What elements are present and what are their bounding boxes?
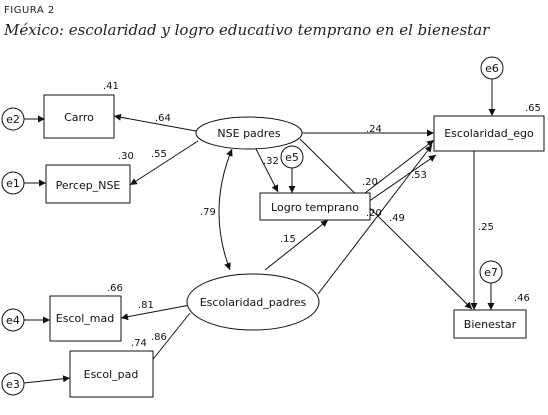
node-escego-box bbox=[433, 115, 545, 152]
node-escpadres-ellipse bbox=[186, 273, 320, 331]
coef-escpadres-escpad: .86 bbox=[151, 332, 167, 343]
node-escmad-box bbox=[49, 295, 122, 342]
path-nse-percep bbox=[129, 140, 199, 186]
r2-logro: .20 bbox=[362, 177, 378, 188]
error-e4-circle bbox=[1, 308, 25, 332]
path-logro-escego bbox=[364, 139, 435, 194]
node-escpad-box bbox=[69, 350, 154, 398]
node-escpad-label: Escol_pad bbox=[84, 368, 139, 381]
path-escpadres-escego bbox=[317, 144, 433, 295]
node-logro-label: Logro temprano bbox=[271, 201, 359, 214]
error-e2-circle bbox=[1, 107, 25, 131]
node-percep-box bbox=[45, 164, 131, 204]
coef-nse-percep: .55 bbox=[151, 149, 167, 160]
coef-escpadres-logro: .15 bbox=[280, 234, 296, 245]
node-percep-label: Percep_NSE bbox=[56, 179, 121, 192]
error-e3-circle bbox=[1, 372, 25, 396]
r2-percep: .30 bbox=[118, 151, 134, 162]
r2-carro: .41 bbox=[103, 81, 119, 92]
coef-escpadres-escmad: .81 bbox=[138, 300, 154, 311]
coef-nse-escpadres: .79 bbox=[200, 207, 216, 218]
path-logro-escego-2 bbox=[364, 154, 437, 205]
path-nse-logro bbox=[254, 146, 279, 193]
coef-escego-bienestar: .25 bbox=[478, 222, 494, 233]
path-nse-carro bbox=[113, 113, 197, 132]
path-e3-escpad bbox=[23, 375, 71, 384]
coef-logro-escego: .53 bbox=[411, 170, 427, 181]
error-e5-circle bbox=[280, 145, 304, 169]
node-logro-box bbox=[259, 192, 371, 221]
r2-escego: .65 bbox=[525, 103, 541, 114]
path-nse-bienestar bbox=[299, 138, 473, 310]
error-e2-label: e2 bbox=[6, 113, 20, 126]
node-escpadres-label: Escolaridad_padres bbox=[200, 296, 307, 309]
node-escmad-label: Escol_mad bbox=[56, 312, 114, 325]
path-nse-escpadres-correlation bbox=[218, 148, 233, 271]
node-nse-label: NSE padres bbox=[217, 127, 280, 140]
coef-nse-bienestar: .20 bbox=[366, 208, 382, 219]
error-e7-label: e7 bbox=[484, 266, 498, 279]
path-escpadres-logro bbox=[264, 219, 329, 271]
node-bienestar-box bbox=[453, 309, 527, 339]
error-e6-circle bbox=[480, 56, 504, 80]
coef-logro-bienestar: .49 bbox=[389, 213, 405, 224]
error-e3-label: e3 bbox=[6, 378, 20, 391]
error-e7-circle bbox=[479, 260, 503, 284]
error-e1-circle bbox=[1, 171, 25, 195]
node-bienestar-label: Bienestar bbox=[464, 318, 517, 331]
error-e1-label: e1 bbox=[6, 177, 20, 190]
error-e4-label: e4 bbox=[6, 314, 20, 327]
coef-nse-escego: .24 bbox=[366, 124, 382, 135]
node-carro-label: Carro bbox=[64, 111, 94, 124]
r2-escpad: .74 bbox=[131, 338, 147, 349]
error-e6-label: e6 bbox=[485, 62, 499, 75]
path-escpadres-escmad bbox=[120, 304, 191, 321]
figure-title: México: escolaridad y logro educativo te… bbox=[4, 21, 490, 39]
figure-label: FIGURA 2 bbox=[4, 5, 55, 16]
coef-nse-carro: .64 bbox=[155, 113, 171, 124]
node-carro-box bbox=[43, 94, 115, 139]
error-e5-label: e5 bbox=[285, 151, 299, 164]
coef-nse-logro: .32 bbox=[263, 156, 279, 167]
node-nse-ellipse bbox=[195, 116, 303, 150]
node-escego-label: Escolaridad_ego bbox=[444, 127, 534, 140]
r2-escmad: .66 bbox=[107, 283, 123, 294]
r2-bienestar: .46 bbox=[514, 293, 530, 304]
